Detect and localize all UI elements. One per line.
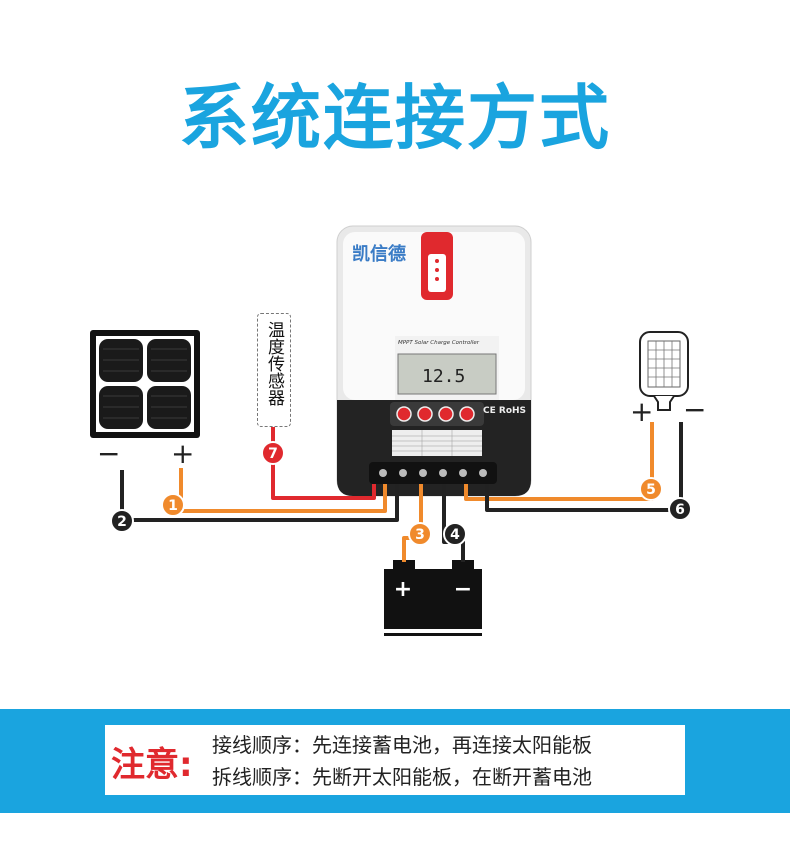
marker-7 <box>261 441 285 465</box>
note-panel: 注意: 接线顺序：先连接蓄电池，再连接太阳能板 拆线顺序：先断开太阳能板，在断开… <box>105 725 685 795</box>
marker-3-label: 3 <box>415 527 425 543</box>
wire-load-negative <box>485 422 683 512</box>
marker-5-label: 5 <box>646 482 656 498</box>
marker-4 <box>443 522 467 546</box>
load-positive-sign: + <box>630 395 654 428</box>
temperature-sensor-label: 温度传感器 <box>264 321 284 406</box>
marker-2-label: 2 <box>117 514 127 530</box>
charge-controller <box>336 225 532 497</box>
battery-positive-sign: + <box>394 577 412 602</box>
note-connect-order: 接线顺序：先连接蓄电池，再连接太阳能板 <box>212 733 592 757</box>
marker-5 <box>639 477 663 501</box>
note-label: 注意: <box>111 745 193 785</box>
marker-1-label: 1 <box>168 498 178 514</box>
solar-negative-sign: − <box>97 437 121 470</box>
load-negative-sign: − <box>683 393 707 426</box>
brand-label: 凯信德 <box>352 244 406 265</box>
battery <box>384 560 482 638</box>
wire-solar-negative <box>120 470 399 522</box>
marker-7-label: 7 <box>268 446 278 462</box>
markers: 1 2 3 4 5 6 7 <box>110 441 692 546</box>
wire-load-positive <box>464 422 654 501</box>
marker-2 <box>110 509 134 533</box>
marker-6-label: 6 <box>675 502 685 518</box>
marker-1 <box>161 493 185 517</box>
temperature-sensor: 温度传感器 <box>257 313 291 427</box>
solar-panel <box>90 330 200 438</box>
wire-solar-positive <box>179 468 387 513</box>
certification-label: CE RoHS <box>483 406 527 416</box>
page-title: 系统连接方式 <box>179 77 611 159</box>
marker-3 <box>408 522 432 546</box>
note-disconnect-order: 拆线顺序：先断开太阳能板，在断开蓄电池 <box>212 765 592 789</box>
marker-4-label: 4 <box>450 527 460 543</box>
controller-buttons <box>390 402 484 426</box>
marker-6 <box>668 497 692 521</box>
load-lamp <box>639 331 689 411</box>
battery-negative-sign: − <box>454 577 472 602</box>
lcd-reading: 12.5 <box>422 366 466 387</box>
controller-subtitle: MPPT Solar Charge Controller <box>398 340 480 346</box>
solar-positive-sign: + <box>171 437 195 470</box>
